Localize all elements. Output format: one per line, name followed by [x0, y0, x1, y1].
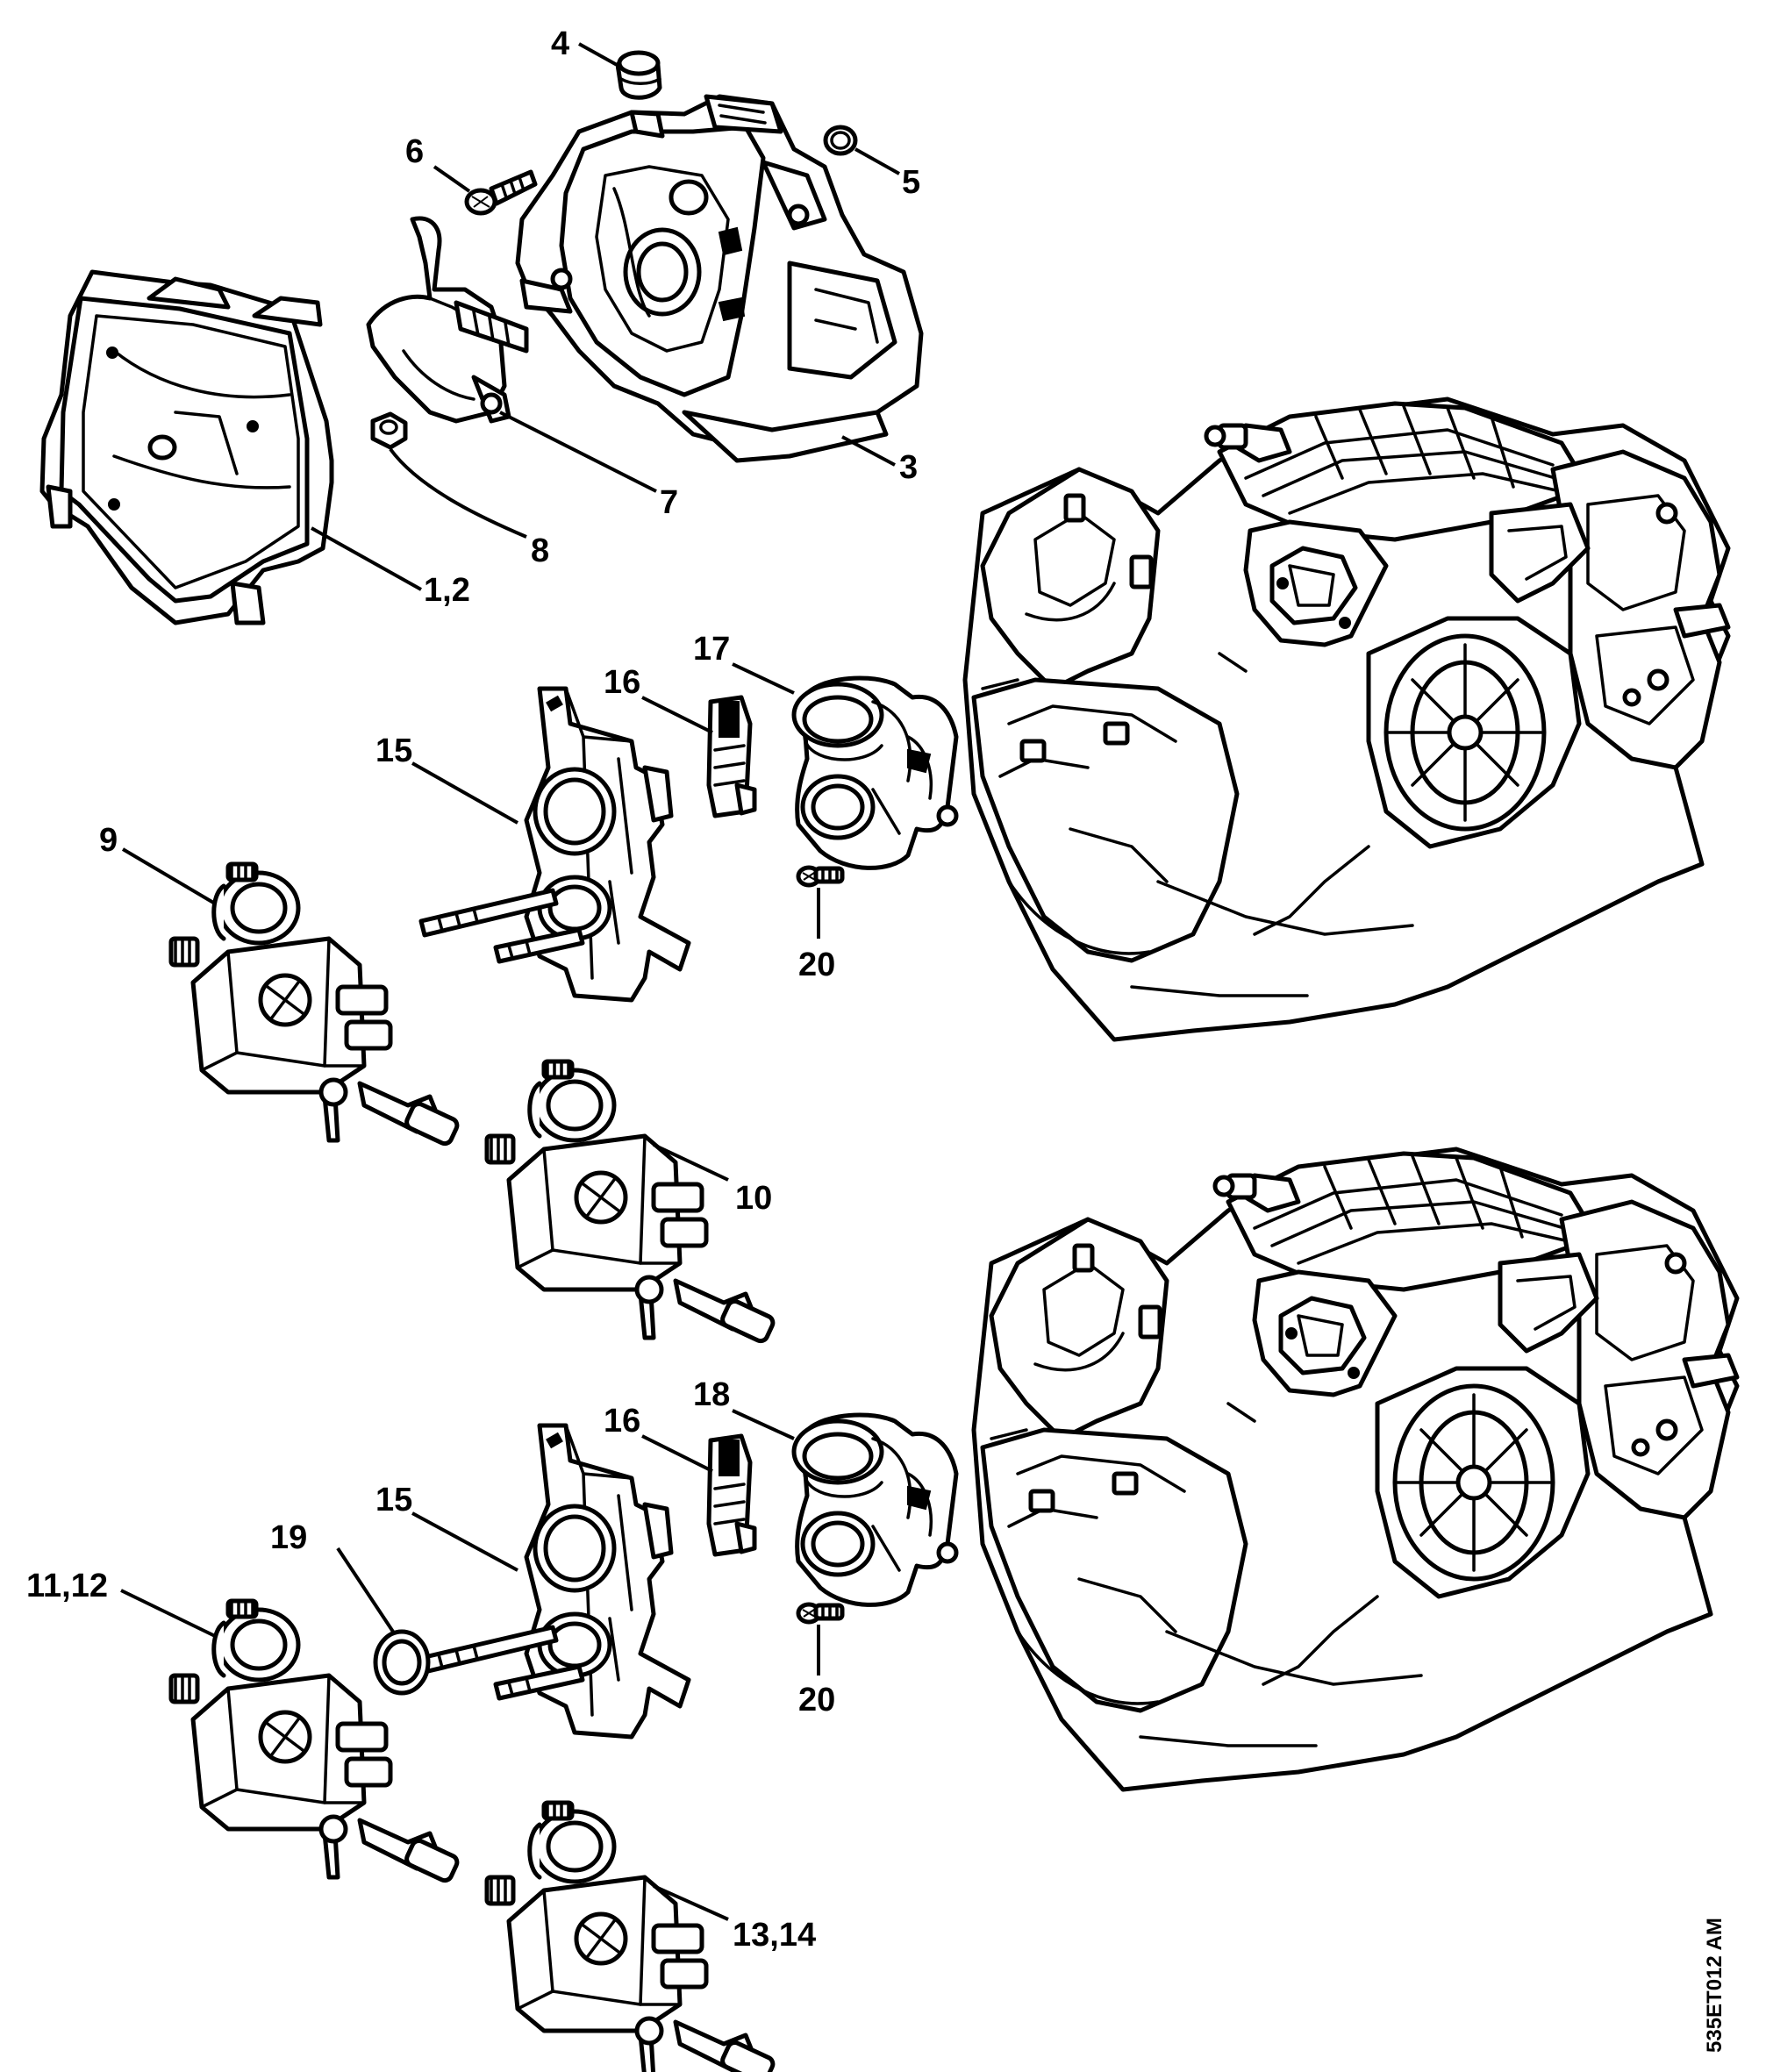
- callout-15-upper: 15: [375, 732, 518, 825]
- flange-part-15-lower: [526, 1425, 689, 1737]
- flange-part-15-upper: [526, 689, 689, 1000]
- callout-15-upper-label: 15: [375, 732, 412, 769]
- callout-6-label: 6: [405, 133, 424, 170]
- stud-bolts-upper: [418, 888, 585, 964]
- callout-20-lower: 20: [798, 1625, 835, 1718]
- o-ring-part-5: [823, 125, 858, 156]
- callout-15-lower-label: 15: [375, 1482, 412, 1518]
- shroud-part-7: [366, 216, 529, 424]
- filter-part-16-upper: [709, 697, 754, 816]
- callout-10-label: 10: [735, 1180, 772, 1217]
- carburetor-box: [515, 94, 924, 463]
- callout-16-upper-label: 16: [604, 664, 640, 701]
- air-filter-cover: [39, 269, 334, 625]
- callout-7-label: 7: [660, 484, 678, 521]
- callout-20-upper: 20: [798, 888, 835, 983]
- engine-block-lower: [974, 1149, 1737, 1790]
- callout-16-lower: 16: [604, 1403, 713, 1473]
- callout-17-label: 17: [693, 631, 730, 668]
- callout-18-label: 18: [693, 1376, 730, 1413]
- carburetor-part-9: [171, 864, 460, 1146]
- callout-3-label: 3: [899, 449, 918, 486]
- callout-3: 3: [841, 435, 918, 486]
- nut-part-8: [370, 411, 408, 450]
- manifold-part-17: [794, 678, 956, 868]
- drawing-code: 535ET012 AM: [1703, 1918, 1727, 2053]
- callout-19: 19: [270, 1519, 395, 1633]
- callout-17: 17: [693, 631, 795, 695]
- callout-5: 5: [854, 147, 920, 201]
- callout-6: 6: [405, 133, 471, 193]
- callout-8: 8: [389, 447, 549, 569]
- callout-13-14: 13,14: [653, 1884, 816, 1954]
- callout-11-12: 11,12: [26, 1568, 216, 1638]
- grommet-part-4: [616, 50, 662, 100]
- callout-16-upper: 16: [604, 664, 713, 734]
- seal-ring-part-19: [373, 1629, 431, 1696]
- callout-20-lower-label: 20: [798, 1682, 835, 1718]
- engine-block-upper: [965, 399, 1728, 1040]
- callout-7: 7: [499, 411, 678, 521]
- callout-9: 9: [99, 822, 217, 905]
- manifold-part-18: [794, 1415, 956, 1604]
- carburetor-part-10: [487, 1061, 776, 1343]
- callout-20-upper-label: 20: [798, 947, 835, 983]
- callout-8-label: 8: [531, 532, 549, 569]
- callout-19-label: 19: [270, 1519, 307, 1556]
- callout-11-12-label: 11,12: [26, 1568, 108, 1604]
- callout-18: 18: [693, 1376, 795, 1440]
- callout-1-2: 1,2: [311, 526, 470, 609]
- filter-part-16-lower: [709, 1436, 754, 1554]
- callout-13-14-label: 13,14: [733, 1917, 816, 1954]
- screw-part-20-upper: [798, 868, 842, 885]
- callout-1-2-label: 1,2: [424, 572, 470, 609]
- screw-part-20-lower: [798, 1604, 842, 1622]
- callout-10: 10: [653, 1143, 772, 1217]
- callout-4: 4: [551, 25, 619, 68]
- screw-part-6: [464, 169, 538, 216]
- callout-5-label: 5: [902, 164, 920, 201]
- callout-9-label: 9: [99, 822, 118, 859]
- callout-4-label: 4: [551, 25, 569, 62]
- callout-16-lower-label: 16: [604, 1403, 640, 1440]
- callout-15-lower: 15: [375, 1482, 518, 1572]
